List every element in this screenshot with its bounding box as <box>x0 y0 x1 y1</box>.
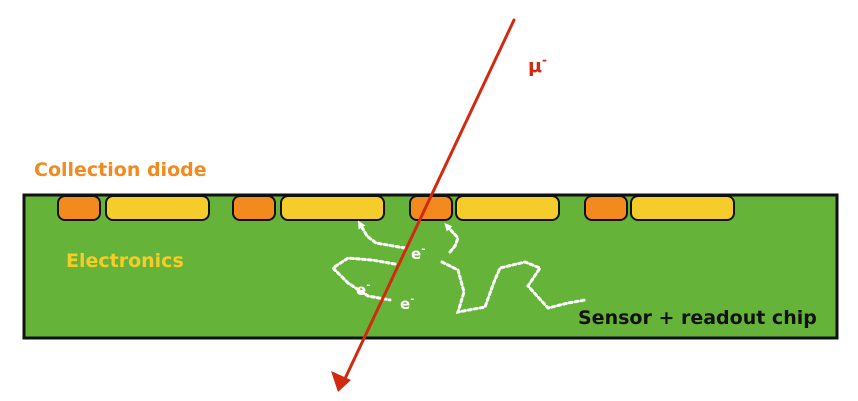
collection-diode <box>57 195 101 221</box>
collection-diode <box>584 195 628 221</box>
drift-path <box>444 223 460 254</box>
electronics-block <box>630 195 735 221</box>
muon-track-line <box>340 18 516 387</box>
electron-label: e- <box>400 294 414 313</box>
drift-path <box>330 256 397 302</box>
muon-label: μ- <box>528 53 547 77</box>
muon-arrowhead <box>331 371 351 392</box>
muon-symbol: μ <box>528 55 542 77</box>
electronics-block <box>280 195 385 221</box>
drift-path <box>357 220 407 250</box>
electronics-block <box>105 195 210 221</box>
muon-charge: - <box>542 53 547 67</box>
electron-labels: e- e- e- <box>356 244 425 313</box>
drift-path <box>440 260 587 314</box>
collection-diode <box>232 195 276 221</box>
electron-label: e- <box>356 280 370 299</box>
electronics-label: Electronics <box>66 250 184 272</box>
electron-label: e- <box>411 244 425 263</box>
muon-track <box>331 18 516 392</box>
electronics-block <box>455 195 560 221</box>
electron-drift-paths <box>330 220 587 314</box>
collection-diode-label: Collection diode <box>34 159 207 181</box>
pixel-row <box>57 195 735 221</box>
sensor-chip-label: Sensor + readout chip <box>578 307 817 329</box>
